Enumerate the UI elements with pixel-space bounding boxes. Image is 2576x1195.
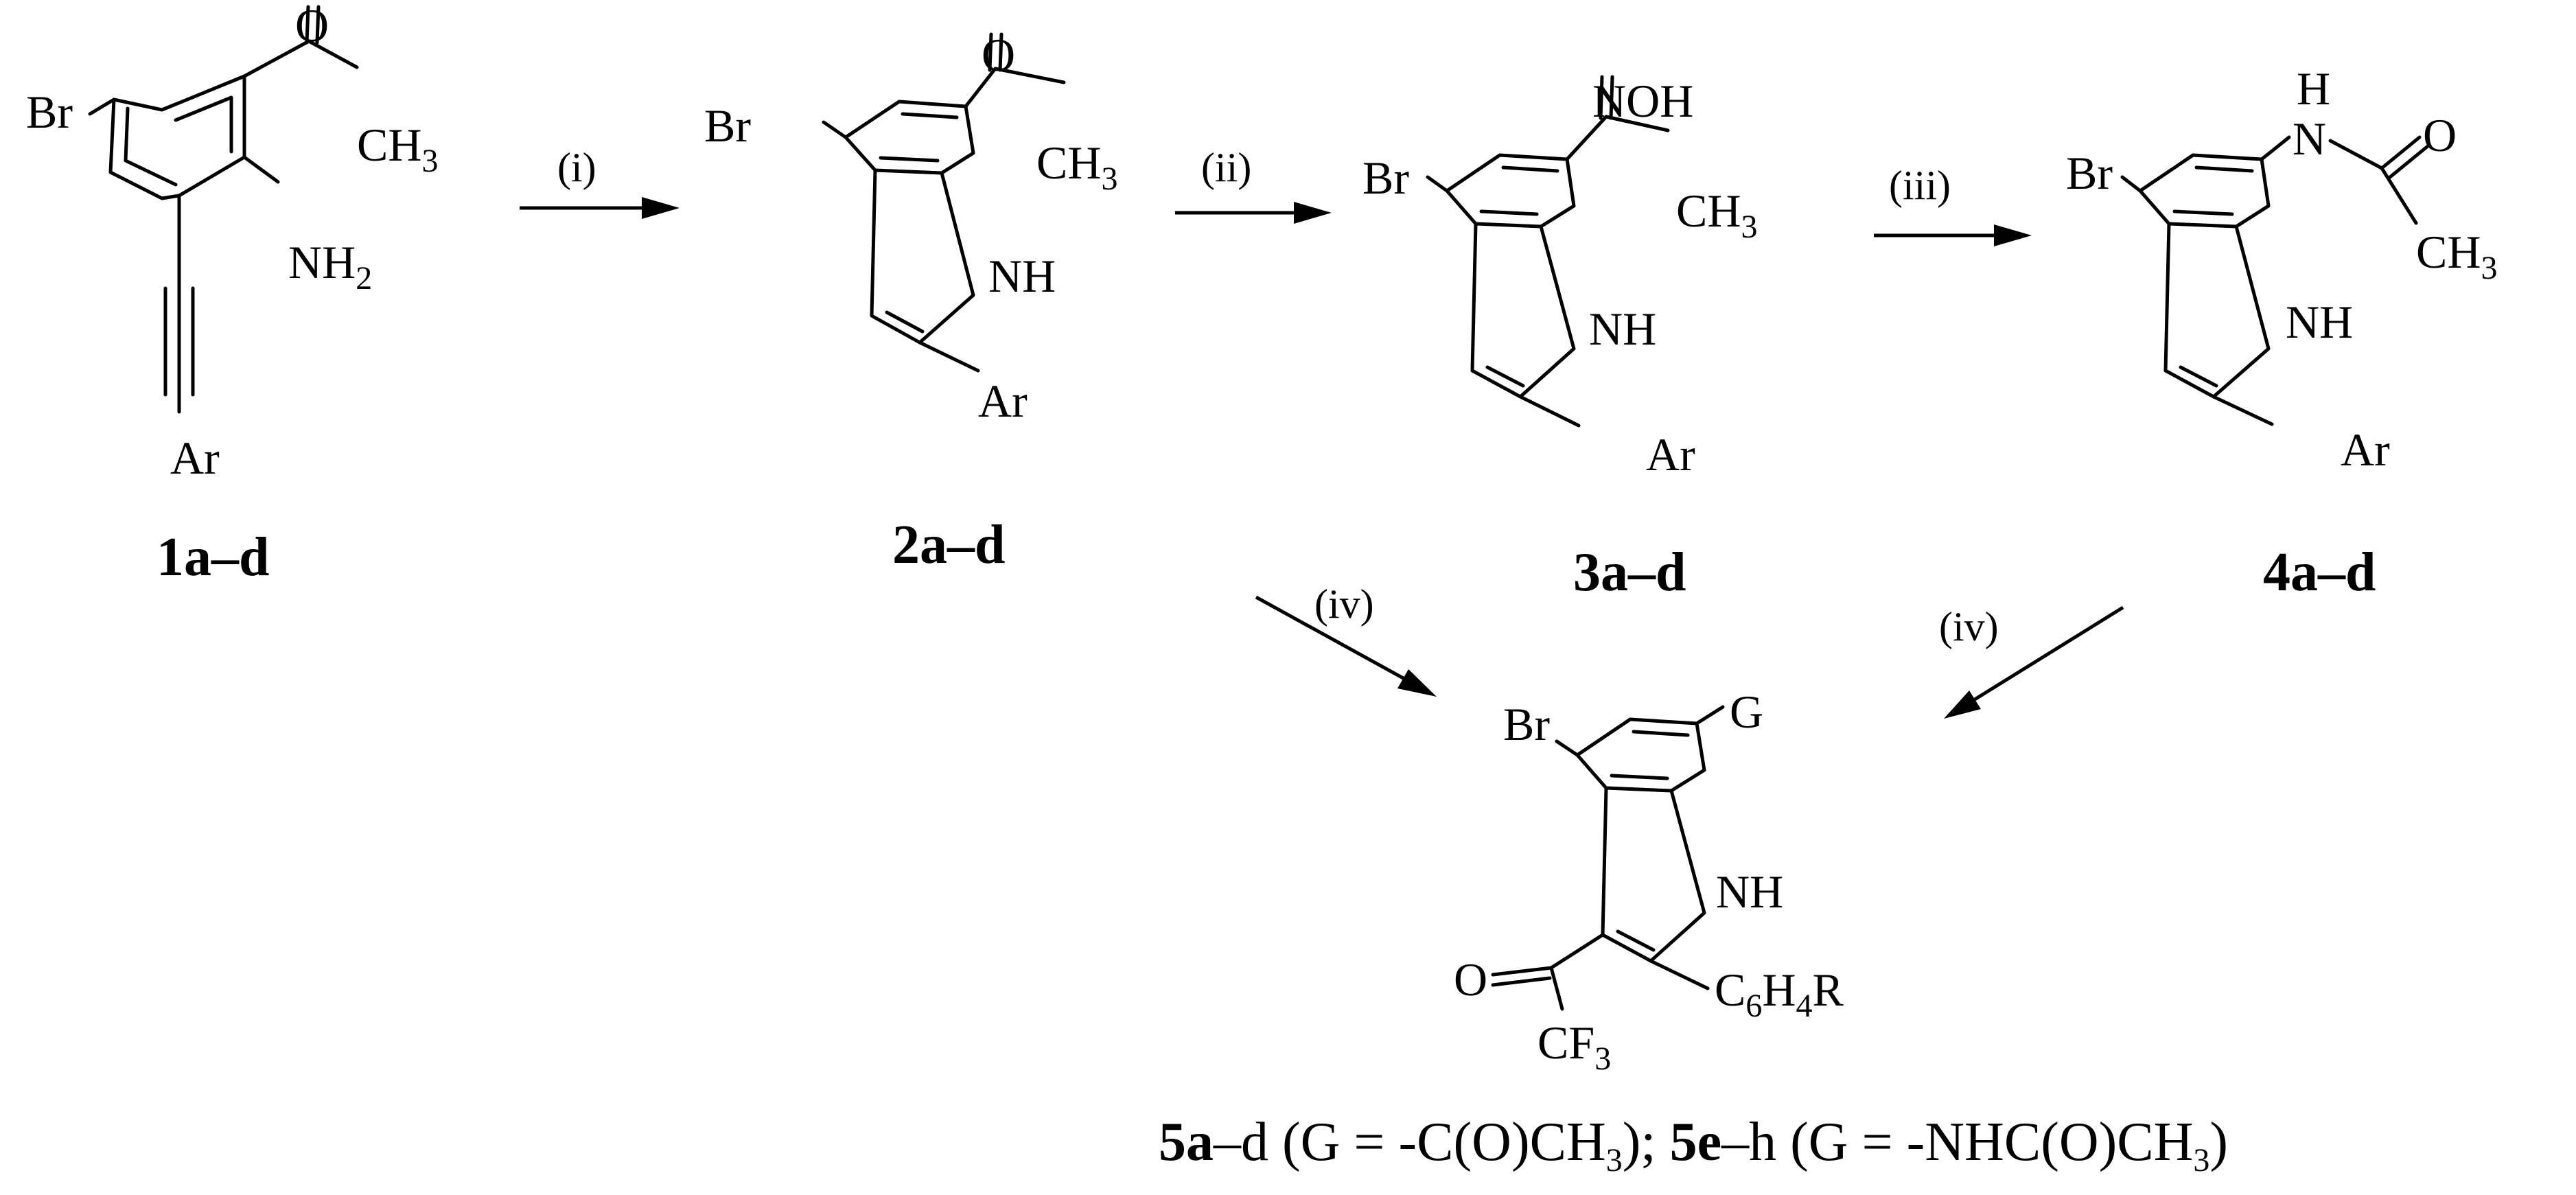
arrow-iii-head bbox=[1994, 224, 2032, 246]
c3-oxime bbox=[1565, 115, 1670, 161]
c4-pyrrole-double bbox=[2179, 365, 2218, 388]
c3-benzene bbox=[1445, 153, 1576, 229]
c3-br: Br bbox=[1362, 152, 1409, 204]
c1-o: O bbox=[295, 0, 329, 51]
c4-pyrrole bbox=[2163, 222, 2271, 399]
c3-oxime-double bbox=[1599, 75, 1614, 120]
compound-4: H N O Br CH3 NH Ar 4a–d bbox=[2066, 62, 2497, 603]
step-iii-label: (iii) bbox=[1889, 163, 1951, 208]
c1-br: Br bbox=[26, 86, 73, 138]
c2-ar-bond bbox=[918, 340, 980, 373]
c2-pyrrole-double bbox=[885, 310, 925, 334]
c2-nh: NH bbox=[988, 250, 1056, 302]
c5-g-bond bbox=[1695, 705, 1725, 726]
c2-benzene bbox=[844, 100, 975, 175]
c3-label: 3a–d bbox=[1573, 542, 1686, 603]
c2-carbonyl bbox=[988, 32, 1003, 72]
c3-ar: Ar bbox=[1646, 428, 1695, 480]
c5-acyl-carbonyl bbox=[1491, 966, 1553, 987]
compound-2: Br O CH3 NH Ar 2a–d bbox=[704, 29, 1117, 575]
c5-benzene-inner bbox=[1610, 730, 1690, 780]
c5-nh: NH bbox=[1716, 866, 1783, 918]
c2-acetyl bbox=[964, 67, 1066, 108]
c4-ch3: CH3 bbox=[2416, 226, 2497, 286]
c5-br-bond bbox=[1555, 739, 1579, 757]
c2-o: O bbox=[982, 29, 1015, 81]
arrow-iv-left-shaft bbox=[1255, 595, 1407, 682]
c4-benzene-inner bbox=[2172, 165, 2254, 216]
c4-o: O bbox=[2423, 109, 2457, 161]
arrow-step-ii: (ii) bbox=[1175, 145, 1332, 224]
c1-acetyl bbox=[242, 39, 359, 78]
compound-5: Br G NH O C6H4R CF3 bbox=[1454, 686, 1844, 1077]
c3-br-bond bbox=[1426, 175, 1449, 193]
c3-ch3: CH3 bbox=[1676, 185, 1757, 245]
arrow-step-i: (i) bbox=[520, 145, 680, 219]
c3-benzene-inner bbox=[1479, 165, 1559, 216]
arrow-i-head bbox=[642, 197, 680, 219]
c1-ring bbox=[108, 74, 246, 200]
c4-amide bbox=[2260, 135, 2418, 225]
c1-label: 1a–d bbox=[156, 527, 270, 588]
c5-g: G bbox=[1730, 686, 1763, 738]
c4-benzene bbox=[2138, 153, 2271, 229]
c4-br: Br bbox=[2066, 147, 2113, 199]
c5-pyrrole-double bbox=[1616, 929, 1656, 952]
arrow-step-iv-left: (iv) bbox=[1255, 581, 1437, 697]
c1-ring-inner bbox=[124, 95, 233, 187]
c2-pyrrole bbox=[870, 168, 975, 345]
c3-pyrrole bbox=[1470, 222, 1576, 399]
product-caption: 5a–d (G = -C(O)CH3); 5e–h (G = -NHC(O)CH… bbox=[1159, 1112, 2228, 1179]
c5-cf3: CF3 bbox=[1538, 1017, 1611, 1077]
compound-3: NOH Br CH3 NH Ar 3a–d bbox=[1362, 75, 1757, 603]
c1-br-bond bbox=[88, 97, 116, 116]
c5-aryl-bond bbox=[1649, 959, 1710, 990]
arrow-step-iii: (iii) bbox=[1874, 163, 2032, 246]
c4-ar: Ar bbox=[2341, 424, 2390, 476]
c2-benzene-inner bbox=[879, 112, 959, 163]
c1-ar: Ar bbox=[170, 432, 220, 484]
arrow-step-iv-right: (iv) bbox=[1939, 604, 2124, 719]
c2-br: Br bbox=[704, 100, 751, 152]
c4-br-bond bbox=[2120, 175, 2142, 193]
compound-1: Br O CH3 NH2 Ar 1a–d bbox=[26, 0, 438, 588]
c4-n: N bbox=[2293, 113, 2326, 165]
c2-ar: Ar bbox=[978, 375, 1028, 427]
arrow-ii-head bbox=[1294, 202, 1332, 224]
c3-ar-bond bbox=[1518, 395, 1581, 428]
c3-nh: NH bbox=[1589, 303, 1656, 355]
c2-br-bond bbox=[822, 120, 848, 139]
c4-nh: NH bbox=[2286, 296, 2353, 348]
c4-ar-bond bbox=[2212, 395, 2274, 426]
arrow-iv-left-head bbox=[1397, 669, 1437, 697]
c2-label: 2a–d bbox=[892, 515, 1006, 575]
c1-nh2-bond bbox=[242, 155, 280, 184]
c4-h: H bbox=[2297, 62, 2330, 115]
arrow-iv-right-head bbox=[1944, 691, 1981, 719]
c3-pyrrole-double bbox=[1485, 365, 1525, 388]
c5-benzene bbox=[1575, 717, 1706, 793]
step-iv-right-label: (iv) bbox=[1939, 604, 1999, 649]
c4-carbonyl bbox=[2380, 135, 2430, 179]
c5-pyrrole bbox=[1601, 786, 1706, 963]
c3-noh: NOH bbox=[1592, 75, 1693, 127]
c5-c6h4r: C6H4R bbox=[1715, 964, 1844, 1024]
step-iv-left-label: (iv) bbox=[1314, 581, 1374, 627]
c4-label: 4a–d bbox=[2263, 542, 2376, 603]
step-i-label: (i) bbox=[557, 145, 596, 190]
c2-ch3: CH3 bbox=[1036, 137, 1117, 197]
c1-nh2: NH2 bbox=[288, 236, 372, 297]
c5-o: O bbox=[1454, 953, 1487, 1006]
step-ii-label: (ii) bbox=[1201, 145, 1251, 190]
c1-ch3: CH3 bbox=[357, 119, 438, 179]
c5-acyl bbox=[1549, 933, 1605, 1011]
c1-carbonyl bbox=[305, 5, 321, 45]
c1-alkyne bbox=[163, 194, 195, 414]
c5-br: Br bbox=[1503, 698, 1550, 750]
arrow-iv-right-shaft bbox=[1973, 605, 2124, 701]
